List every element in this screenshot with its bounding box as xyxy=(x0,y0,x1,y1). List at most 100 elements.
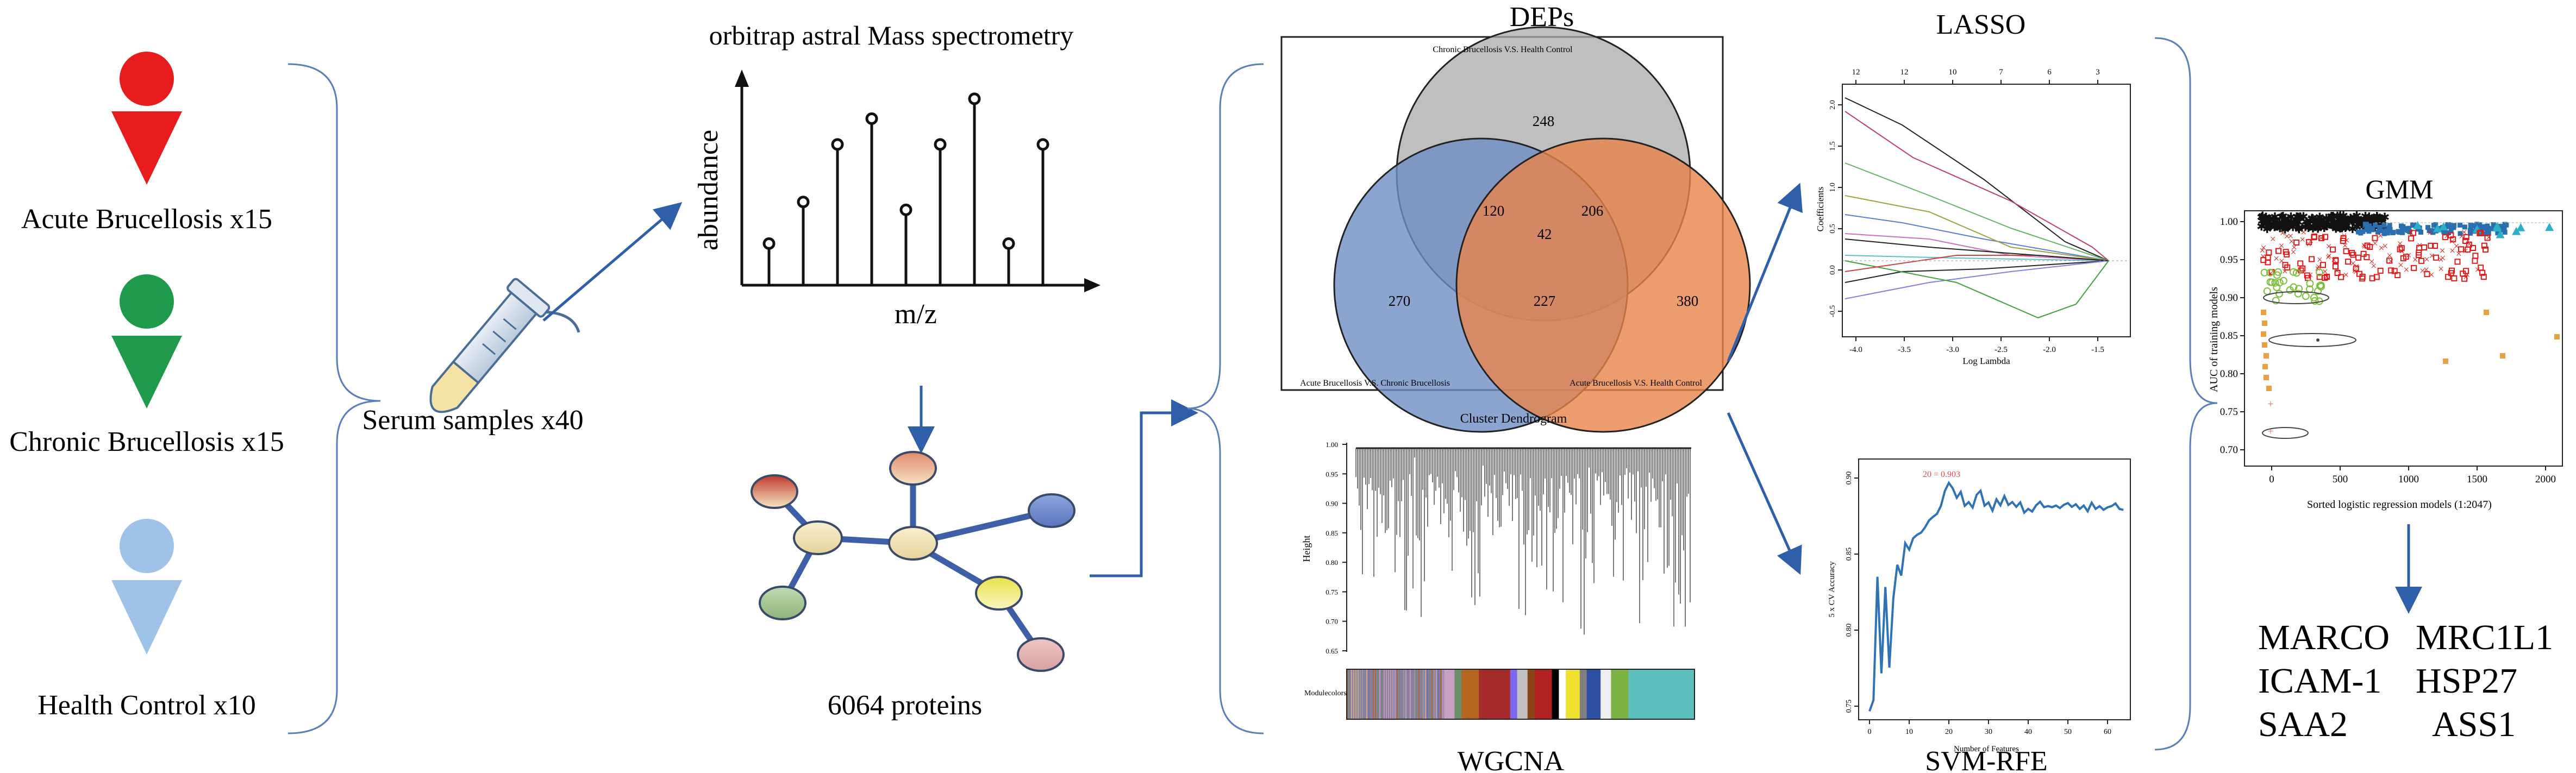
brace-analysis xyxy=(1187,63,1264,734)
gmm-point: × xyxy=(2386,250,2392,262)
gmm-point xyxy=(2498,224,2504,229)
gmm-point xyxy=(2439,222,2448,231)
gmm-ytick-label: 0.70 xyxy=(2220,444,2238,456)
gmm-point xyxy=(2384,228,2389,234)
gmm-point xyxy=(2386,257,2393,264)
gmm-point xyxy=(2424,271,2430,278)
gmm-point: ✱ xyxy=(2314,221,2323,234)
gmm-point xyxy=(2284,251,2290,257)
gmm-point: × xyxy=(2428,269,2434,281)
marker-item: MARCO xyxy=(2258,618,2390,657)
gmm-point: × xyxy=(2300,227,2306,238)
gmm-point xyxy=(2408,235,2415,242)
lasso-toptick-label: 7 xyxy=(1999,68,2003,77)
protein-network xyxy=(751,451,1076,672)
gmm-point xyxy=(2477,222,2483,228)
module-color-band xyxy=(1527,669,1535,719)
network-node-orange xyxy=(889,451,937,486)
gmm-point: ✱ xyxy=(2346,212,2355,226)
gmm-point xyxy=(2462,237,2469,244)
gmm-point: ✱ xyxy=(2349,213,2359,227)
gmm-point xyxy=(2477,230,2483,236)
gmm-point: ✱ xyxy=(2372,210,2381,223)
deps-venn: Chronic Brucellosis V.S. Health Control … xyxy=(1300,26,1751,433)
venn-count-top: 248 xyxy=(1533,113,1555,129)
gmm-point xyxy=(2411,265,2417,271)
gmm-point: ✱ xyxy=(2337,213,2347,227)
gmm-point xyxy=(2367,223,2372,229)
gmm-point: ✱ xyxy=(2281,218,2291,231)
gmm-point: ✱ xyxy=(2264,219,2274,233)
gmm-point: ✱ xyxy=(2341,221,2350,235)
lasso-title: LASSO xyxy=(1936,9,2026,40)
gmm-point: × xyxy=(2459,231,2465,243)
gmm-point: ✱ xyxy=(2284,219,2294,233)
gmm-ytick-label: 0.75 xyxy=(2220,406,2238,418)
gmm-point: ✱ xyxy=(2318,216,2328,230)
gmm-point xyxy=(2302,292,2310,300)
venn-set-right-label: Acute Brucellosis V.S. Health Control xyxy=(1570,379,1702,388)
gmm-point: × xyxy=(2419,265,2425,277)
gmm-point: × xyxy=(2354,261,2360,273)
gmm-point xyxy=(2457,222,2462,228)
gmm-point: ✱ xyxy=(2335,209,2345,223)
ms-peak-head xyxy=(899,203,912,216)
venn-count-top-right: 206 xyxy=(1581,203,1604,219)
svm-accuracy-line xyxy=(1868,481,2124,712)
svm-xtick-label: 0 xyxy=(1868,728,1872,736)
gmm-point: × xyxy=(2438,263,2444,275)
gmm-point xyxy=(2433,222,2439,227)
gmm-point: ✱ xyxy=(2261,211,2271,224)
gmm-point xyxy=(2545,223,2554,231)
gmm-point xyxy=(2468,227,2474,232)
gmm-point xyxy=(2275,248,2282,254)
wgcna-ytick-label: 0.70 xyxy=(1325,618,1338,626)
venn-count-right: 380 xyxy=(1677,293,1699,309)
gmm-point: ✱ xyxy=(2339,209,2348,223)
gmm-ytick-label: 0.85 xyxy=(2220,330,2238,342)
gmm-point: ✱ xyxy=(2298,210,2308,224)
gmm-point: ✱ xyxy=(2278,221,2287,234)
gmm-point: × xyxy=(2462,246,2468,257)
gmm-point xyxy=(2458,231,2463,236)
gmm-point: × xyxy=(2408,227,2414,239)
gmm-point: ✱ xyxy=(2261,213,2271,227)
gmm-point: ✱ xyxy=(2360,210,2370,223)
gmm-point: ✱ xyxy=(2293,215,2303,229)
acute-person-head-icon xyxy=(120,52,174,106)
lasso-xtick-label: -3.0 xyxy=(1946,345,1959,354)
gmm-point: × xyxy=(2291,242,2297,254)
gmm-point: ✱ xyxy=(2311,217,2321,231)
gmm-point: × xyxy=(2343,269,2349,281)
lasso-ylabel: Coefficients xyxy=(1815,187,1825,232)
gmm-point xyxy=(2279,276,2287,285)
gmm-point: ✱ xyxy=(2339,218,2348,231)
gmm-scatter-points: ✱✱✱✱✱✱✱✱✱✱✱✱✱✱✱✱✱✱✱✱✱✱✱✱✱✱✱✱✱✱✱✱✱✱✱✱✱✱✱✱… xyxy=(2256,209,2560,439)
gmm-point: × xyxy=(2299,234,2305,246)
gmm-point: × xyxy=(2424,254,2430,266)
gmm-point: × xyxy=(2397,238,2403,250)
gmm-point xyxy=(2292,269,2300,277)
gmm-point: × xyxy=(2325,252,2331,263)
gmm-point xyxy=(2491,222,2496,227)
gmm-point xyxy=(2480,274,2487,280)
gmm-point xyxy=(2333,257,2339,263)
gmm-point xyxy=(2350,252,2356,258)
gmm-point: × xyxy=(2322,266,2328,278)
gmm-point: ✱ xyxy=(2330,218,2340,231)
chronic-person-head-icon xyxy=(120,274,174,329)
gmm-point: ✱ xyxy=(2266,219,2275,233)
gmm-point xyxy=(2311,234,2317,241)
svm-annotation: 20 = 0.903 xyxy=(1923,470,1960,479)
gmm-point: × xyxy=(2423,264,2429,276)
arrow-serum-to-ms xyxy=(542,202,683,322)
gmm-point: × xyxy=(2290,246,2296,258)
gmm-point xyxy=(2483,231,2488,236)
gmm-point: ✱ xyxy=(2271,214,2281,228)
arrow-to-lasso xyxy=(1727,183,1803,362)
wgcna-modules-label: Modulecolors xyxy=(1304,689,1347,697)
gmm-point: ✱ xyxy=(2329,217,2339,230)
gmm-point: ✱ xyxy=(2353,218,2363,231)
gmm-point: ✱ xyxy=(2268,218,2278,231)
